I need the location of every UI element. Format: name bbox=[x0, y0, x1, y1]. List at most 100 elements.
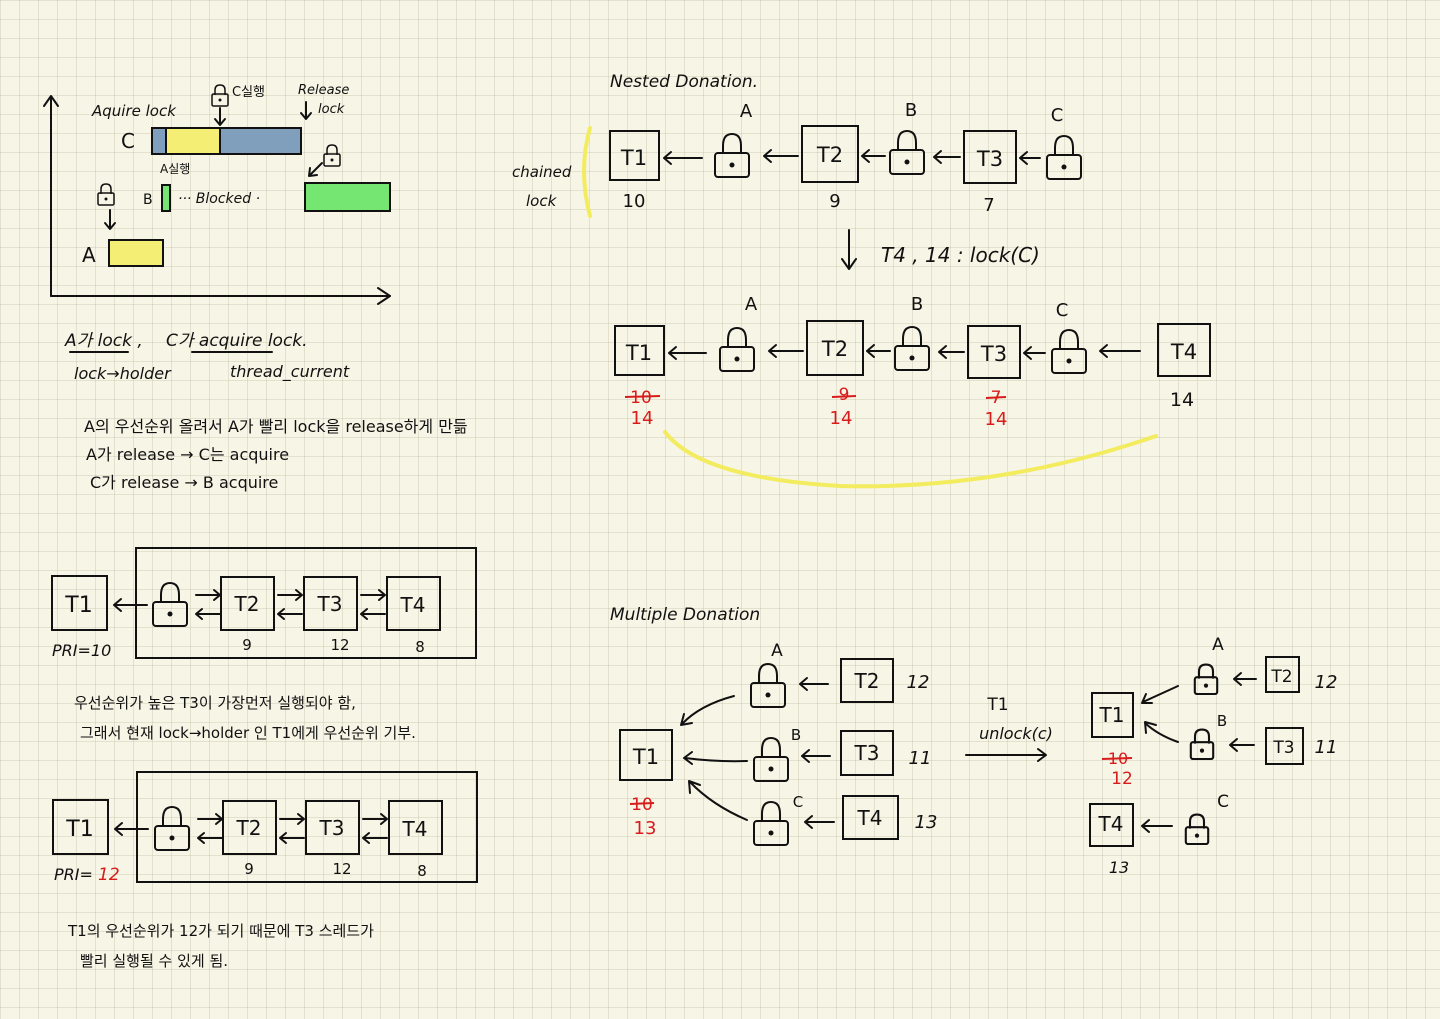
left-arrow-icon bbox=[763, 149, 799, 163]
priority-t2-new: 14 bbox=[830, 408, 853, 429]
priority-t2: 9 bbox=[829, 191, 840, 212]
left-arrow-icon bbox=[866, 344, 891, 358]
x-axis-arrowhead bbox=[377, 287, 391, 305]
thread-box-t4 bbox=[386, 576, 441, 631]
down-arrow-icon bbox=[300, 101, 312, 120]
priority-t4: 8 bbox=[415, 638, 425, 656]
priority-t4: 13 bbox=[915, 812, 938, 833]
release-lock-label-1: Release bbox=[298, 83, 349, 98]
left-arrow-icon bbox=[1233, 672, 1257, 686]
thread-label-t4: T4 bbox=[402, 817, 428, 841]
arrow-icon bbox=[1141, 685, 1179, 704]
left-arrow-icon bbox=[768, 344, 804, 358]
priority-t2: 9 bbox=[244, 860, 254, 878]
notes-block-1: A가 lock , lock→holder C가 acquire lock. t… bbox=[64, 331, 468, 492]
strikethrough bbox=[624, 395, 661, 398]
result-thread-box-t4 bbox=[1089, 803, 1134, 847]
priority-t3: 12 bbox=[330, 636, 349, 654]
thread-current-text: thread_current bbox=[230, 362, 350, 382]
thread-box-t2 bbox=[801, 125, 859, 183]
thread-box-t1 bbox=[51, 575, 108, 631]
note-line-1: T1의 우선순위가 12가 되기 때문에 T3 스레드가 bbox=[67, 922, 374, 940]
lock-holder-text: lock→holder bbox=[74, 364, 172, 383]
note-line-3: C가 release → B acquire bbox=[90, 473, 278, 492]
lock-label-c: C bbox=[793, 793, 803, 811]
event-label-2: unlock(c) bbox=[979, 724, 1053, 743]
bar-b-start bbox=[161, 184, 171, 212]
bar-a-run bbox=[165, 127, 221, 155]
row-label-c: C bbox=[121, 129, 135, 153]
priority-prefix-t1: PRI= bbox=[54, 865, 93, 884]
timeline-diagram: Aquire lock C실행 Release lock C A실행 B ···… bbox=[43, 83, 391, 305]
note-line-1: 우선순위가 높은 T3이 가장먼저 실행되야 함, bbox=[74, 694, 356, 712]
left-arrow-icon bbox=[801, 749, 831, 763]
result-priority-t4: 13 bbox=[1109, 858, 1129, 877]
lock-icon bbox=[753, 801, 789, 846]
lock-icon bbox=[152, 582, 188, 627]
priority-t1-new: 14 bbox=[631, 408, 654, 429]
lock-icon bbox=[714, 133, 750, 178]
double-arrow-icon bbox=[195, 589, 221, 620]
double-arrow-icon bbox=[277, 589, 303, 620]
strikethrough bbox=[831, 395, 857, 398]
y-axis-arrowhead bbox=[43, 95, 59, 107]
thread-box-t2 bbox=[806, 320, 864, 376]
priority-t3: 7 bbox=[983, 195, 994, 216]
left-arrow-icon bbox=[861, 149, 886, 163]
priority-t2-old: 9 bbox=[839, 385, 850, 405]
row-label-b: B bbox=[143, 192, 153, 208]
acquire-lock-label: Aquire lock bbox=[91, 102, 177, 120]
result-thread-label-t1: T1 bbox=[1099, 703, 1125, 727]
chained-lock-highlight bbox=[582, 126, 592, 218]
lock-label-b: B bbox=[911, 294, 923, 315]
bar-c-run bbox=[219, 127, 302, 155]
thread-label-t3: T3 bbox=[317, 592, 343, 616]
lock-icon bbox=[894, 326, 930, 371]
event-label-1: T1 bbox=[986, 695, 1008, 715]
thread-label-t3: T3 bbox=[980, 342, 1007, 366]
thread-box-t3 bbox=[840, 730, 894, 776]
left-arrow-icon bbox=[804, 815, 835, 829]
double-arrow-icon bbox=[197, 813, 223, 844]
arrow-icon bbox=[1144, 721, 1179, 743]
thread-box-t4 bbox=[842, 795, 899, 840]
thread-box-t3 bbox=[963, 130, 1017, 184]
priority-t3-new: 14 bbox=[985, 409, 1008, 430]
lock-icon bbox=[154, 806, 190, 851]
blocked-label: ··· Blocked · bbox=[178, 191, 260, 207]
thread-box-t1 bbox=[614, 325, 665, 376]
left-arrow-icon bbox=[1023, 346, 1046, 360]
thread-label-t2: T2 bbox=[816, 143, 843, 167]
queue-diagram-1: T1 PRI=10 T2 9 T3 12 T4 8 bbox=[51, 547, 477, 660]
priority-t1-new: 13 bbox=[634, 818, 657, 839]
left-arrow-icon bbox=[1019, 151, 1041, 165]
c-acquire-text: C가 acquire lock. bbox=[166, 331, 308, 351]
strikethrough bbox=[985, 396, 1007, 399]
chained-label-1: chained bbox=[512, 163, 572, 181]
bar-c-start bbox=[151, 127, 167, 155]
result-thread-box-t2 bbox=[1265, 656, 1300, 693]
double-arrow-icon bbox=[360, 589, 386, 620]
thread-box-t2 bbox=[840, 658, 894, 703]
section-title: Multiple Donation bbox=[610, 605, 760, 625]
thread-box-t3 bbox=[303, 576, 358, 631]
lock-icon bbox=[719, 327, 755, 372]
thread-box-t2 bbox=[222, 800, 277, 855]
nested-donation-section: Nested Donation. chained lock T1 10 A T2… bbox=[512, 72, 1211, 489]
strikethrough bbox=[629, 802, 655, 805]
priority-t3: 11 bbox=[909, 748, 932, 769]
down-arrow-icon bbox=[214, 107, 226, 126]
thread-box-t1 bbox=[52, 799, 109, 855]
lock-label-c: C bbox=[1056, 300, 1069, 321]
right-arrow-icon bbox=[965, 748, 1047, 762]
thread-label-t1: T1 bbox=[620, 146, 647, 170]
row-label-a: A bbox=[82, 243, 96, 267]
down-left-arrow-icon bbox=[308, 162, 323, 177]
thread-label-t2: T2 bbox=[234, 592, 260, 616]
chained-label-2: lock bbox=[526, 192, 558, 210]
arrow-icon bbox=[688, 780, 748, 821]
lock-label-a: A bbox=[745, 294, 758, 315]
arrow-icon bbox=[680, 695, 735, 726]
priority-t2: 12 bbox=[907, 672, 930, 693]
thread-box-t4 bbox=[388, 800, 443, 855]
